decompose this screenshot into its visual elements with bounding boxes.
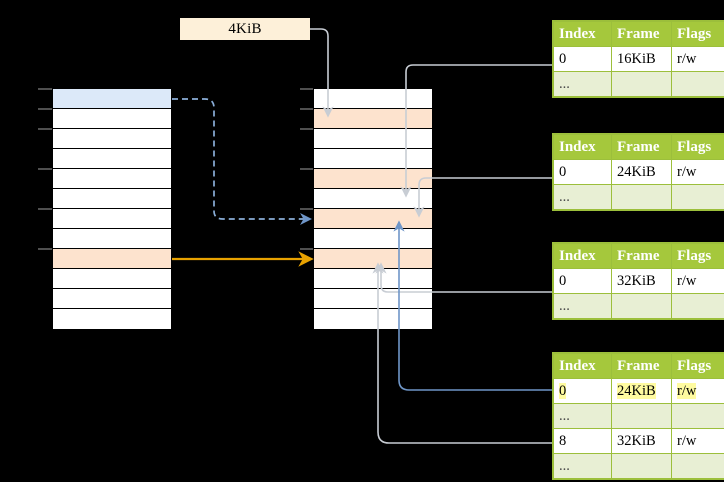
page-table-3-row: ... xyxy=(553,293,724,319)
page-table-3-header-flags: Flags xyxy=(671,243,724,269)
virtual-cell-row-2 xyxy=(53,129,171,149)
page-table-3-header-index: Index xyxy=(553,243,612,269)
page-table-4-header-frame: Frame xyxy=(611,353,672,379)
virtual-cell-row-0 xyxy=(53,89,171,109)
physical-cell-row-3 xyxy=(314,149,432,169)
page-table-2-header-frame: Frame xyxy=(611,134,672,160)
page-table-4-row: ... xyxy=(553,453,724,479)
size-label-4kib: 4KiB xyxy=(180,18,310,40)
page-table-3-cell xyxy=(611,293,672,319)
page-table-4-cell: r/w xyxy=(671,378,724,404)
page-table-3-cell xyxy=(671,293,724,319)
page-table-4-cell xyxy=(611,453,672,479)
virtual-cell-row-7 xyxy=(53,229,171,249)
page-table-4-row: ... xyxy=(553,403,724,429)
page-table-4-header-index: Index xyxy=(553,353,612,379)
page-table-3-cell: 32KiB xyxy=(611,268,672,294)
page-table-3-header-frame: Frame xyxy=(611,243,672,269)
page-table-3-cell: ... xyxy=(553,293,612,319)
virtual-cell-row-5 xyxy=(53,189,171,209)
page-table-1-cell xyxy=(671,71,724,97)
page-table-1-cell xyxy=(611,71,672,97)
page-table-4-cell xyxy=(671,403,724,429)
page-table-1-header-index: Index xyxy=(553,21,612,47)
page-table-1-cell: 16KiB xyxy=(611,46,672,72)
page-table-4-cell: ... xyxy=(553,453,612,479)
page-table-3-cell: 0 xyxy=(553,268,612,294)
page-table-1-cell: ... xyxy=(553,71,612,97)
virtual-cell-row-3 xyxy=(53,149,171,169)
page-table-3-cell: r/w xyxy=(671,268,724,294)
virtual-cell-row-9 xyxy=(53,269,171,289)
physical-cell-row-11 xyxy=(314,309,432,329)
page-table-2-cell xyxy=(611,184,672,210)
page-table-2-header-index: Index xyxy=(553,134,612,160)
physical-cell-row-4 xyxy=(314,169,432,189)
page-table-2-cell: 0 xyxy=(553,159,612,185)
virtual-cell-row-10 xyxy=(53,289,171,309)
virtual-cell-row-8 xyxy=(53,249,171,269)
physical-cell-row-5 xyxy=(314,189,432,209)
physical-cell-row-1 xyxy=(314,109,432,129)
physical-memory-column xyxy=(313,88,433,329)
physical-cell-row-2 xyxy=(314,129,432,149)
page-table-1-cell: 0 xyxy=(553,46,612,72)
page-table-2-cell xyxy=(671,184,724,210)
physical-cell-row-10 xyxy=(314,289,432,309)
physical-cell-row-7 xyxy=(314,229,432,249)
page-table-4-cell: 0 xyxy=(553,378,612,404)
virtual-address-space-column xyxy=(52,88,172,329)
page-table-4-cell: 8 xyxy=(553,428,612,454)
page-table-4-header-flags: Flags xyxy=(671,353,724,379)
physical-cell-row-0 xyxy=(314,89,432,109)
page-table-1-header-flags: Flags xyxy=(671,21,724,47)
page-table-4-cell: r/w xyxy=(671,428,724,454)
page-table-2-cell: ... xyxy=(553,184,612,210)
virtual-cell-row-1 xyxy=(53,109,171,129)
page-table-2-header-flags: Flags xyxy=(671,134,724,160)
page-table-2-cell: r/w xyxy=(671,159,724,185)
page-table-4-cell xyxy=(671,453,724,479)
page-table-4-cell xyxy=(611,403,672,429)
page-table-4-cell: 32KiB xyxy=(611,428,672,454)
virtual-cell-row-4 xyxy=(53,169,171,189)
virtual-cell-row-11 xyxy=(53,309,171,329)
page-table-1-row: ... xyxy=(553,71,724,97)
page-table-2-row: ... xyxy=(553,184,724,210)
page-table-1-cell: r/w xyxy=(671,46,724,72)
virtual-cell-row-6 xyxy=(53,209,171,229)
physical-cell-row-6 xyxy=(314,209,432,229)
physical-cell-row-9 xyxy=(314,269,432,289)
page-table-2-cell: 24KiB xyxy=(611,159,672,185)
physical-cell-row-8 xyxy=(314,249,432,269)
page-table-1-header-frame: Frame xyxy=(611,21,672,47)
page-table-4-cell: ... xyxy=(553,403,612,429)
page-table-4-cell: 24KiB xyxy=(611,378,672,404)
